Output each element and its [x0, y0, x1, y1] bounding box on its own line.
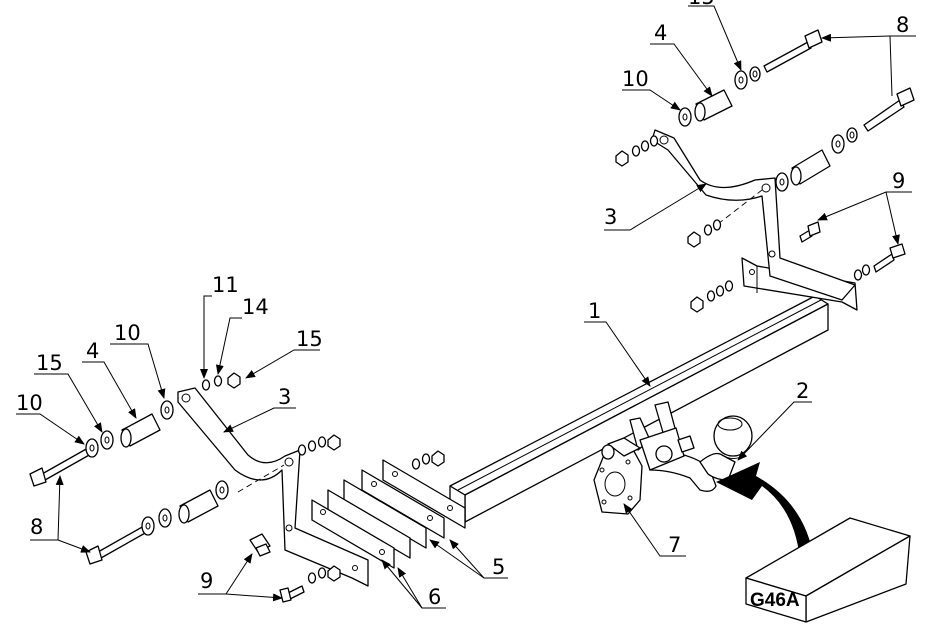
callout-5: 5: [492, 555, 505, 579]
left-lower-washers: [141, 480, 229, 536]
electrical-socket-plate: [593, 437, 643, 515]
right-nut-stacks: [615, 135, 871, 313]
right-upper-washers: [678, 66, 761, 127]
callout-6: 6: [428, 585, 441, 609]
right-lower-washers: [775, 127, 858, 192]
callout-4-right: 4: [654, 21, 667, 45]
callout-8-right: 8: [896, 13, 909, 37]
spacer-plates: [311, 459, 466, 569]
right-short-bolts: [799, 221, 906, 273]
left-upper-washers: [85, 400, 174, 458]
right-upper-bolt: [763, 29, 823, 73]
callout-10-left-a: 10: [16, 391, 43, 415]
callout-9-left: 9: [200, 569, 213, 593]
left-upper-spacer-tube: [120, 413, 161, 448]
right-upper-spacer-tube: [694, 89, 733, 122]
callout-2: 2: [796, 379, 809, 403]
callout-8-left: 8: [30, 515, 43, 539]
callout-15-right: 15: [688, 0, 715, 9]
callout-9-right: 9: [892, 169, 905, 193]
callout-1: 1: [588, 299, 601, 323]
callout-3-right: 3: [604, 205, 617, 229]
right-lower-spacer-tube: [790, 149, 831, 186]
right-lower-bolt: [863, 87, 915, 132]
left-side-bracket: [177, 387, 369, 587]
callout-15-left-a: 15: [36, 351, 63, 375]
callout-labels: 1 2 3 3 4 4 5 6 7 8 8 9 9 10 10 10 11 14…: [16, 0, 909, 609]
left-nut-stacks: [201, 372, 445, 584]
leader-lines: [16, 5, 916, 609]
callout-4-left: 4: [86, 339, 99, 363]
left-lower-bolt: [85, 525, 148, 565]
curved-arrow: [716, 462, 814, 560]
coupling-clamp: [629, 401, 695, 471]
callout-10-left-b: 10: [114, 321, 141, 345]
callout-7: 7: [668, 533, 681, 557]
callout-15-left-b: 15: [296, 327, 323, 351]
tow-ball: [713, 415, 753, 459]
callout-3-left: 3: [278, 385, 291, 409]
callout-14: 14: [242, 295, 269, 319]
left-lower-spacer-tube: [178, 489, 219, 524]
callout-11: 11: [212, 273, 239, 297]
product-box: [745, 517, 911, 623]
right-side-bracket: [651, 129, 856, 301]
callout-10-right: 10: [622, 67, 649, 91]
left-upper-bolt: [29, 447, 92, 487]
box-label: G46A: [750, 590, 800, 611]
